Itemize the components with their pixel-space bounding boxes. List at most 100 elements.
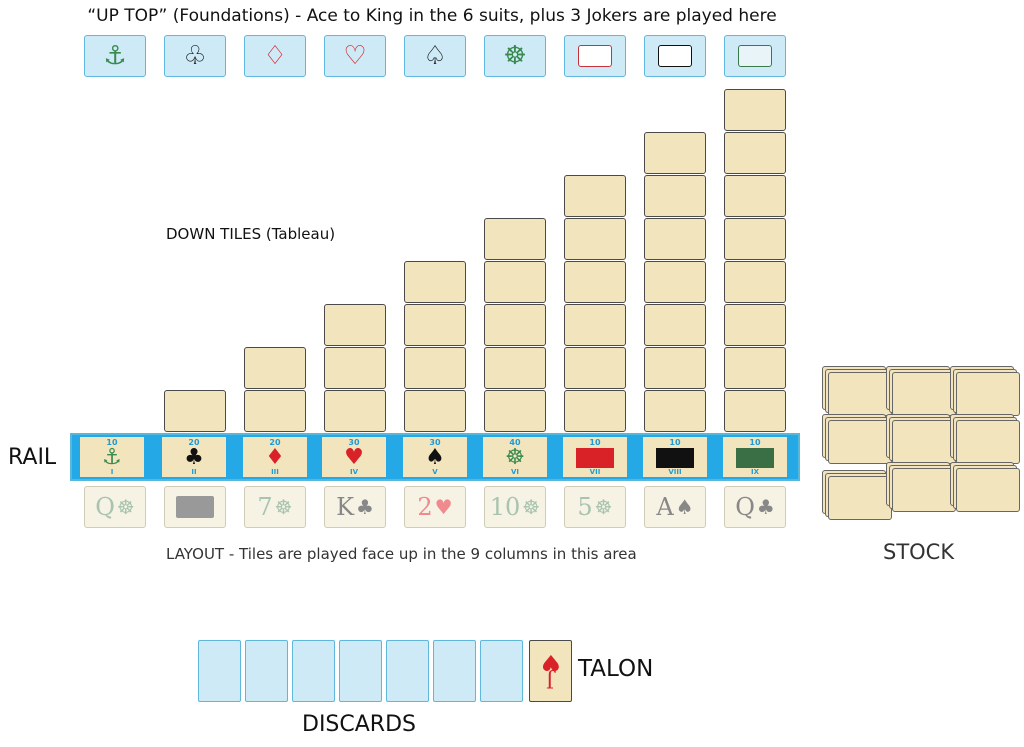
tableau-tile[interactable] [644, 218, 706, 260]
foundation-slot[interactable] [564, 35, 626, 77]
tableau-tile[interactable] [724, 390, 786, 432]
stock-tile[interactable] [828, 372, 892, 416]
tableau-tile[interactable] [564, 347, 626, 389]
foundation-slot[interactable]: ♤ [404, 35, 466, 77]
foundation-slot[interactable] [644, 35, 706, 77]
tableau-tile[interactable] [724, 89, 786, 131]
rail-points: 10 [106, 438, 118, 447]
tableau-tile[interactable] [484, 261, 546, 303]
rail-cell[interactable]: 30♥IV [322, 437, 386, 477]
tableau-tile[interactable] [324, 304, 386, 346]
foundation-slot[interactable]: ☸ [484, 35, 546, 77]
stock-tile[interactable] [828, 420, 892, 464]
rail-cell[interactable]: 10⚓I [80, 437, 144, 477]
tableau-label: DOWN TILES (Tableau) [166, 225, 336, 243]
foundation-slot[interactable]: ♢ [244, 35, 306, 77]
tableau-tile[interactable] [644, 132, 706, 174]
tableau-tile[interactable] [244, 347, 306, 389]
tableau-tile[interactable] [644, 390, 706, 432]
foundation-slot[interactable]: ⚓ [84, 35, 146, 77]
tableau-tile[interactable] [644, 261, 706, 303]
rail-cell[interactable]: 30♠V [403, 437, 467, 477]
tableau-tile[interactable] [564, 175, 626, 217]
layout-tile[interactable]: 7☸ [244, 486, 306, 528]
tableau-tile[interactable] [724, 132, 786, 174]
foundation-slot[interactable]: ♡ [324, 35, 386, 77]
rail-points: 30 [429, 438, 441, 447]
stock-tile[interactable] [892, 372, 956, 416]
stock-tile[interactable] [892, 468, 956, 512]
stock-tile[interactable] [956, 372, 1020, 416]
layout-tile[interactable]: 2♥ [404, 486, 466, 528]
tableau-tile[interactable] [724, 218, 786, 260]
discard-slot[interactable] [245, 640, 288, 702]
anchor-icon: ⚓ [103, 41, 127, 71]
stock-tile[interactable] [956, 420, 1020, 464]
tableau-tile[interactable] [404, 390, 466, 432]
club-icon: ♣ [184, 444, 204, 470]
tableau-tile[interactable] [404, 261, 466, 303]
stock-tile[interactable] [892, 420, 956, 464]
tableau-tile[interactable] [644, 304, 706, 346]
rail-numeral: II [191, 468, 197, 476]
wheel-icon: ☸ [594, 495, 613, 519]
tableau-tile[interactable] [644, 347, 706, 389]
layout-tile[interactable]: Q☸ [84, 486, 146, 528]
rail-cell[interactable]: 40☸VI [483, 437, 547, 477]
tableau-tile[interactable] [164, 390, 226, 432]
tableau-tile[interactable] [244, 390, 306, 432]
discard-slot[interactable] [339, 640, 382, 702]
discard-slot[interactable] [386, 640, 429, 702]
wheel-icon: ☸ [116, 495, 135, 519]
wheel-icon: ☸ [503, 41, 527, 71]
tableau-tile[interactable] [564, 304, 626, 346]
layout-tile[interactable]: 10☸ [484, 486, 546, 528]
rail-numeral: IV [349, 468, 359, 476]
stock-tile[interactable] [956, 468, 1020, 512]
tableau-tile[interactable] [404, 347, 466, 389]
heart-icon: ♥ [540, 649, 561, 674]
tableau-tile[interactable] [724, 261, 786, 303]
club-icon: ♣ [356, 495, 374, 519]
tile-rank: 10 [489, 493, 521, 521]
layout-tile[interactable]: Q♣ [724, 486, 786, 528]
spade-icon: ♠ [675, 495, 694, 519]
wheel-icon: ☸ [522, 495, 541, 519]
foundation-slot[interactable] [724, 35, 786, 77]
layout-tile[interactable]: K♣ [324, 486, 386, 528]
tableau-tile[interactable] [644, 175, 706, 217]
tableau-tile[interactable] [404, 304, 466, 346]
joker-green-icon [738, 45, 772, 67]
tableau-tile[interactable] [324, 390, 386, 432]
discards-label: DISCARDS [302, 712, 416, 737]
stock-tile[interactable] [828, 476, 892, 520]
layout-tile[interactable]: A♠ [644, 486, 706, 528]
layout-tile[interactable] [164, 486, 226, 528]
rail-cell[interactable]: 20♦III [243, 437, 307, 477]
tableau-tile[interactable] [564, 218, 626, 260]
tableau-tile[interactable] [484, 304, 546, 346]
discard-slot[interactable] [480, 640, 523, 702]
tableau-tile[interactable] [484, 390, 546, 432]
rail-numeral: VII [589, 468, 601, 476]
layout-tile[interactable]: 5☸ [564, 486, 626, 528]
tableau-tile[interactable] [564, 261, 626, 303]
tableau-tile[interactable] [324, 347, 386, 389]
tableau-tile[interactable] [564, 390, 626, 432]
tile-rank: K [336, 493, 354, 521]
tableau-tile[interactable] [724, 175, 786, 217]
tableau-tile[interactable] [484, 218, 546, 260]
discard-slot[interactable] [292, 640, 335, 702]
talon-tile[interactable]: ♥ J [529, 640, 572, 702]
discard-slot[interactable] [198, 640, 241, 702]
rail-cell[interactable]: 20♣II [162, 437, 226, 477]
discard-slot[interactable] [433, 640, 476, 702]
foundation-slot[interactable]: ♧ [164, 35, 226, 77]
tableau-tile[interactable] [484, 347, 546, 389]
tableau-tile[interactable] [724, 304, 786, 346]
tableau-tile[interactable] [724, 347, 786, 389]
rail-points: 20 [188, 438, 200, 447]
